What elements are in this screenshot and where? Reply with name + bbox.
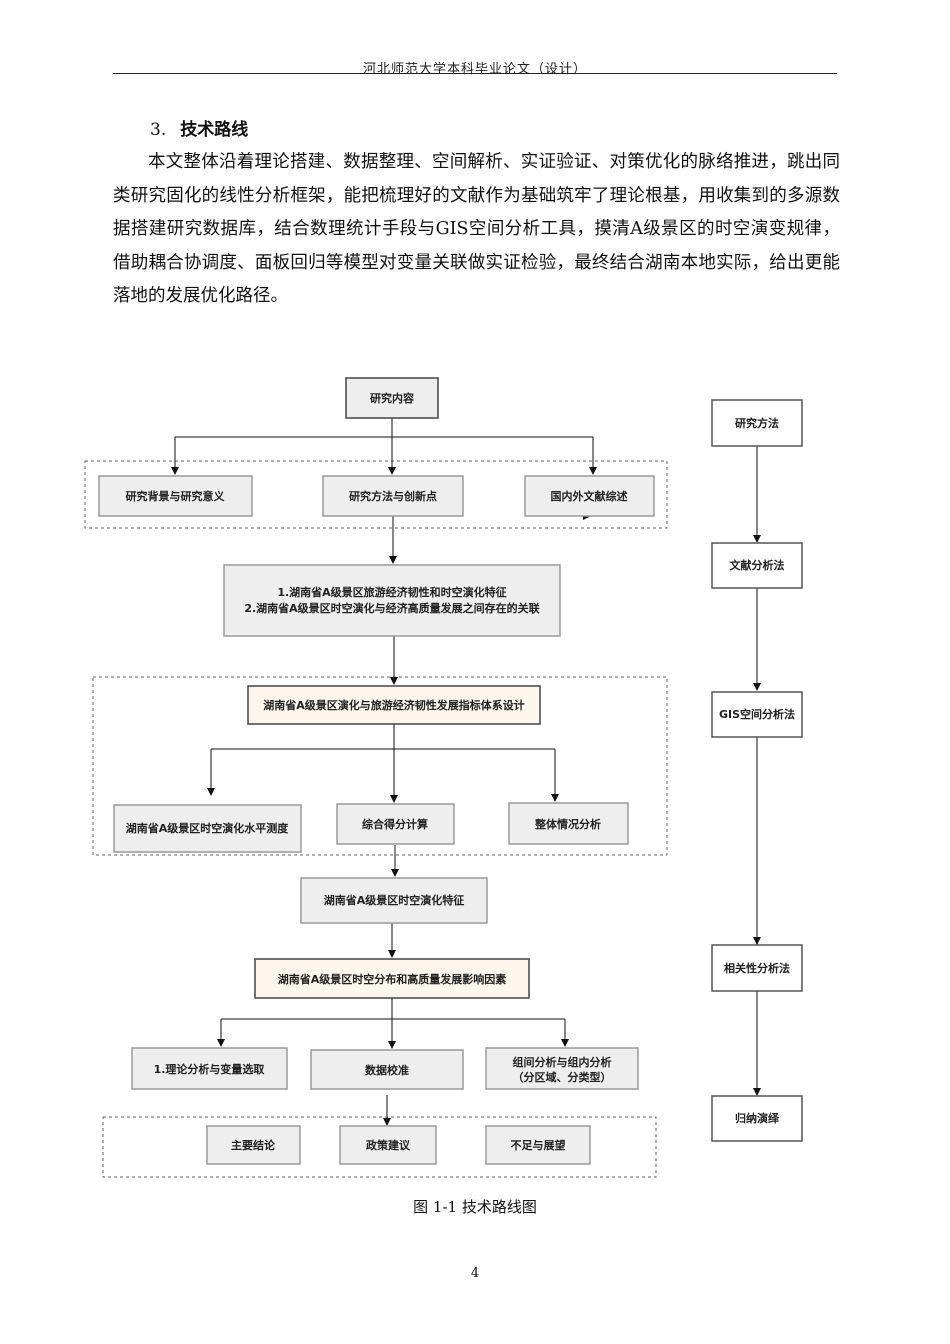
label-method-gis: GIS空间分析法 — [719, 707, 795, 721]
figure-caption: 图 1-1 技术路线图 — [413, 1198, 537, 1216]
label-influence-factors: 湖南省A级景区时空分布和高质量发展影响因素 — [278, 972, 507, 986]
label-main-conclusions: 主要结论 — [231, 1138, 276, 1152]
box-literature-review: 国内外文献综述 — [524, 475, 655, 517]
label-index-system: 湖南省A级景区演化与旅游经济韧性发展指标体系设计 — [263, 698, 525, 712]
box-method-correlation: 相关性分析法 — [711, 944, 803, 992]
box-group-analysis: 组间分析与组内分析 （分区域、分类型） — [485, 1047, 639, 1090]
box-data-calibration: 数据校准 — [310, 1049, 464, 1090]
label-theory-variables: 1.理论分析与变量选取 — [154, 1062, 265, 1076]
box-influence-factors: 湖南省A级景区时空分布和高质量发展影响因素 — [254, 958, 530, 999]
box-overall-analysis: 整体情况分析 — [508, 802, 629, 845]
box-research-content: 研究内容 — [345, 377, 439, 419]
label-methods-title: 研究方法 — [735, 416, 779, 430]
group-frame-evaluation — [92, 676, 668, 856]
box-evolution-features: 湖南省A级景区时空演化特征 — [300, 877, 488, 924]
label-group-analysis-line1: 组间分析与组内分析 — [513, 1055, 612, 1069]
box-methods-innovation: 研究方法与创新点 — [322, 475, 464, 517]
group-frame-intro — [84, 460, 668, 529]
section-title: 技术路线 — [180, 120, 249, 140]
box-theory-variables: 1.理论分析与变量选取 — [131, 1047, 288, 1090]
label-method-literature: 文献分析法 — [730, 558, 785, 572]
label-topics-line2: 2.湖南省A级景区时空演化与经济高质量发展之间存在的关联 — [244, 601, 539, 615]
box-main-conclusions: 主要结论 — [206, 1125, 301, 1165]
label-methods-innovation: 研究方法与创新点 — [349, 489, 437, 503]
section-number: 3. — [150, 120, 167, 140]
label-data-calibration: 数据校准 — [365, 1063, 409, 1077]
label-limitations: 不足与展望 — [511, 1138, 566, 1152]
label-background: 研究背景与研究意义 — [126, 489, 226, 503]
box-evolution-level: 湖南省A级景区时空演化水平测度 — [113, 804, 302, 853]
label-evolution-features: 湖南省A级景区时空演化特征 — [324, 893, 465, 907]
group-frame-conclusion — [102, 1116, 657, 1178]
label-topics-line1: 1.湖南省A级景区旅游经济韧性和时空演化特征 — [277, 585, 506, 599]
label-group-analysis-line2: （分区域、分类型） — [513, 1070, 612, 1084]
label-composite-score: 综合得分计算 — [362, 817, 428, 831]
header-divider — [113, 73, 837, 74]
label-method-correlation: 相关性分析法 — [724, 961, 790, 975]
box-research-topics: 1.湖南省A级景区旅游经济韧性和时空演化特征 2.湖南省A级景区时空演化与经济高… — [223, 564, 561, 637]
box-policy-suggestions: 政策建议 — [339, 1125, 437, 1165]
body-paragraph: 本文整体沿着理论搭建、数据整理、空间解析、实证验证、对策优化的脉络推进，跳出同类… — [113, 152, 840, 306]
flow-connectors — [171, 418, 761, 1126]
label-policy-suggestions: 政策建议 — [366, 1138, 411, 1152]
box-background: 研究背景与研究意义 — [98, 475, 253, 517]
box-method-induction: 归纳演绎 — [711, 1095, 803, 1142]
label-research-content: 研究内容 — [370, 391, 414, 405]
box-limitations: 不足与展望 — [485, 1125, 591, 1165]
box-index-system: 湖南省A级景区演化与旅游经济韧性发展指标体系设计 — [247, 685, 541, 725]
label-literature-review: 国内外文献综述 — [551, 489, 628, 503]
box-method-gis: GIS空间分析法 — [711, 691, 803, 738]
box-method-literature: 文献分析法 — [711, 542, 803, 589]
box-methods-title: 研究方法 — [711, 399, 803, 447]
box-composite-score: 综合得分计算 — [336, 803, 455, 845]
label-evolution-level: 湖南省A级景区时空演化水平测度 — [126, 821, 290, 835]
section-heading: 3. 技术路线 — [150, 115, 248, 140]
page-number: 4 — [470, 1266, 480, 1281]
label-overall-analysis: 整体情况分析 — [534, 817, 601, 831]
label-method-induction: 归纳演绎 — [735, 1111, 780, 1125]
